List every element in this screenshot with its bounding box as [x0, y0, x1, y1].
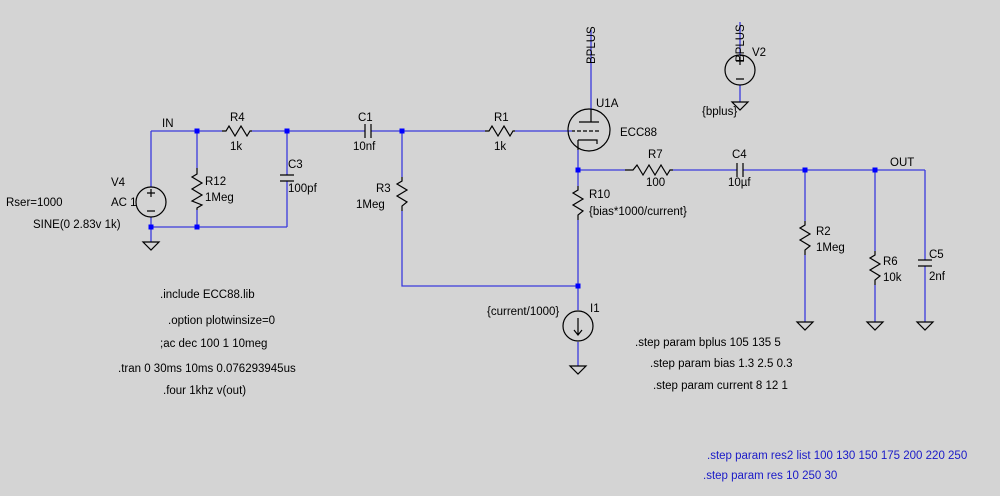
directive-step-bplus[interactable]: .step param bplus 105 135 5	[635, 337, 781, 349]
resistor-r3[interactable]	[395, 177, 409, 211]
v2-name: V2	[752, 47, 766, 59]
i1-name: I1	[590, 303, 600, 315]
net-label-in: IN	[162, 118, 174, 130]
r2-value: 1Meg	[816, 242, 845, 254]
v2-value: {bplus}	[702, 106, 737, 118]
i1-value: {current/1000}	[487, 306, 559, 318]
directive-four[interactable]: .four 1khz v(out)	[163, 385, 246, 397]
resistor-r12[interactable]	[190, 168, 204, 210]
capacitor-c1[interactable]	[364, 124, 372, 138]
c1-name: C1	[358, 112, 373, 124]
resistor-r10[interactable]	[571, 186, 585, 220]
directive-tran[interactable]: .tran 0 30ms 10ms 0.076293945us	[118, 363, 296, 375]
resistor-r4[interactable]	[222, 124, 252, 138]
v4-value: AC 1	[111, 197, 137, 209]
r3-name: R3	[376, 183, 391, 195]
c4-name: C4	[732, 149, 747, 161]
u1a-value: ECC88	[620, 127, 657, 139]
r10-value: {bias*1000/current}	[589, 206, 687, 218]
c4-value: 10µf	[728, 177, 751, 189]
r6-name: R6	[883, 256, 898, 268]
v4-rser: Rser=1000	[6, 197, 63, 209]
r12-name: R12	[205, 176, 226, 188]
c5-value: 2nf	[929, 271, 946, 283]
net-label-bplus-v2: BPLUS	[735, 24, 747, 62]
r7-value: 100	[646, 177, 665, 189]
r3-value: 1Meg	[356, 199, 385, 211]
net-label-out: OUT	[890, 157, 914, 169]
capacitor-c3[interactable]	[280, 174, 294, 182]
voltage-source-v4[interactable]	[135, 186, 167, 218]
directive-include[interactable]: .include ECC88.lib	[160, 289, 255, 301]
u1a-name: U1A	[596, 98, 619, 110]
directive-step-res2[interactable]: .step param res2 list 100 130 150 175 20…	[707, 450, 967, 462]
directive-option[interactable]: .option plotwinsize=0	[168, 315, 275, 327]
r1-name: R1	[494, 112, 509, 124]
c3-value: 100pf	[288, 183, 318, 195]
wires[interactable]	[150, 22, 926, 366]
r6-value: 10k	[883, 272, 902, 284]
r7-name: R7	[648, 149, 663, 161]
directive-step-bias[interactable]: .step param bias 1.3 2.5 0.3	[650, 358, 793, 370]
v4-name: V4	[111, 177, 126, 189]
resistor-r6[interactable]	[868, 251, 882, 285]
directive-step-current[interactable]: .step param current 8 12 1	[653, 380, 788, 392]
triode-u1a[interactable]	[567, 108, 611, 152]
capacitor-c4[interactable]	[736, 163, 744, 177]
c5-name: C5	[929, 249, 944, 261]
r12-value: 1Meg	[205, 192, 234, 204]
r4-value: 1k	[230, 141, 242, 153]
c1-value: 10nf	[353, 141, 376, 153]
junction-dots	[148, 128, 878, 289]
net-label-bplus: BPLUS	[586, 26, 598, 64]
current-source-i1[interactable]	[562, 310, 594, 342]
r10-name: R10	[589, 189, 610, 201]
c3-name: C3	[288, 159, 303, 171]
directive-ac[interactable]: ;ac dec 100 1 10meg	[160, 338, 267, 350]
directive-step-res[interactable]: .step param res 10 250 30	[703, 470, 837, 482]
r2-name: R2	[816, 226, 831, 238]
resistor-r7[interactable]	[625, 163, 673, 177]
capacitor-c5[interactable]	[918, 259, 932, 267]
voltage-source-v2[interactable]	[724, 54, 756, 86]
r1-value: 1k	[494, 141, 506, 153]
v4-sine: SINE(0 2.83v 1k)	[33, 219, 121, 231]
r4-name: R4	[230, 112, 245, 124]
resistor-r1[interactable]	[485, 124, 515, 138]
resistor-r2[interactable]	[798, 221, 812, 255]
ground-symbols	[141, 101, 935, 375]
